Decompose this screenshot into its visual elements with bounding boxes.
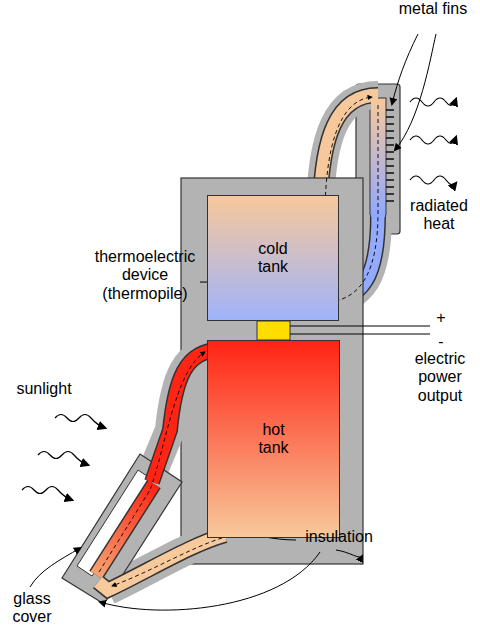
- fin-stroke: [386, 158, 394, 159]
- fin-stroke: [386, 165, 394, 166]
- tank-insulation: [181, 178, 363, 564]
- fin-stroke: [386, 109, 394, 110]
- glass-label: glass cover: [2, 590, 62, 627]
- minus-terminal: -: [433, 333, 449, 351]
- sunlight-label: sunlight: [4, 380, 84, 398]
- flow-arrows: [99, 97, 378, 586]
- fin-stroke: [386, 151, 394, 152]
- fin-stroke: [386, 116, 394, 117]
- fin-stroke: [386, 186, 394, 187]
- glass-cover: [77, 470, 153, 576]
- leader-lines: [30, 34, 436, 610]
- fin-stroke: [386, 200, 394, 201]
- plus-terminal: +: [433, 309, 449, 327]
- tank-label: cold tank: [248, 240, 298, 277]
- insulation-label: insulation: [294, 528, 384, 546]
- output-wires: [290, 326, 430, 334]
- output-label: electric power output: [402, 350, 478, 405]
- fin-stroke: [386, 130, 394, 131]
- fins-label: metal fins: [398, 0, 468, 18]
- tank-label: hot tank: [249, 421, 299, 458]
- fin-stroke: [386, 179, 394, 180]
- cold-tank: cold tank: [207, 195, 339, 321]
- thermopile-label: thermoelectric device (thermopile): [86, 248, 204, 303]
- hot-tank: hot tank: [207, 340, 340, 538]
- fin-stroke: [386, 123, 394, 124]
- thermopile: [257, 321, 290, 340]
- fin-stroke: [386, 172, 394, 173]
- fin-stroke: [386, 137, 394, 138]
- metal-fins: [386, 110, 394, 201]
- heat-label: radiated heat: [406, 197, 472, 234]
- fin-stroke: [386, 144, 394, 145]
- fin-stroke: [386, 193, 394, 194]
